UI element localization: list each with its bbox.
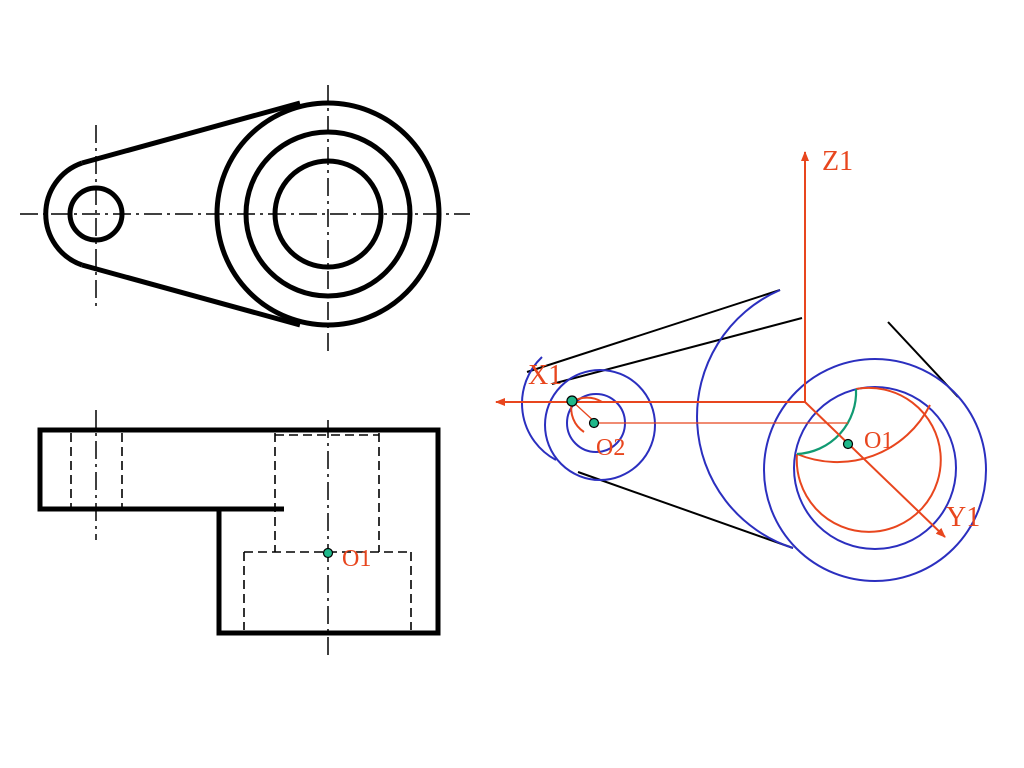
iso-y-axis-label: Y1 xyxy=(946,502,980,533)
iso-large-bore-green-arc xyxy=(796,388,858,456)
iso-small-boss-front-circle xyxy=(544,369,656,481)
front-view: O1 xyxy=(37,410,441,655)
top-view-large-boss-step-circle xyxy=(243,129,413,299)
iso-point-o2-label: O2 xyxy=(596,435,625,461)
isometric-view: Z1 X1 Y1 O1 O2 xyxy=(495,146,987,582)
top-view-arm-upper-edge xyxy=(81,100,301,166)
iso-large-bore-arc-inner xyxy=(795,386,942,533)
iso-large-boss-back-arc xyxy=(696,289,794,549)
top-view xyxy=(20,85,470,355)
iso-y-axis xyxy=(804,401,946,538)
front-view-upper-bore-hidden xyxy=(274,433,380,552)
iso-arm-top-edge-inner xyxy=(551,317,803,385)
front-view-point-o1-label: O1 xyxy=(342,546,371,572)
top-view-large-boss-outer-circle xyxy=(214,100,442,328)
iso-arm-top-edge-outer xyxy=(526,289,781,373)
top-view-small-boss-outline xyxy=(43,160,83,268)
iso-arm-bottom-edge xyxy=(577,471,794,549)
front-view-outline xyxy=(37,427,441,636)
iso-large-bore-arc-outer xyxy=(796,404,931,464)
top-view-small-hole xyxy=(67,185,125,243)
iso-small-boss-back-arc xyxy=(521,356,557,461)
iso-x-axis-label: X1 xyxy=(528,360,562,391)
front-view-point-o1-marker xyxy=(322,547,334,559)
front-view-counterbore-hidden xyxy=(243,551,412,630)
iso-point-o1-label: O1 xyxy=(864,428,893,454)
iso-large-boss-step-circle xyxy=(793,386,957,550)
iso-point-o1-marker xyxy=(842,438,854,450)
iso-point-o2-marker xyxy=(588,417,600,429)
top-view-large-hole-circle xyxy=(272,158,384,270)
iso-z-axis-label: Z1 xyxy=(822,146,853,177)
iso-point-x1-marker xyxy=(566,395,578,407)
iso-large-boss-outer-circle xyxy=(763,358,987,582)
top-view-arm-lower-edge xyxy=(81,262,301,328)
